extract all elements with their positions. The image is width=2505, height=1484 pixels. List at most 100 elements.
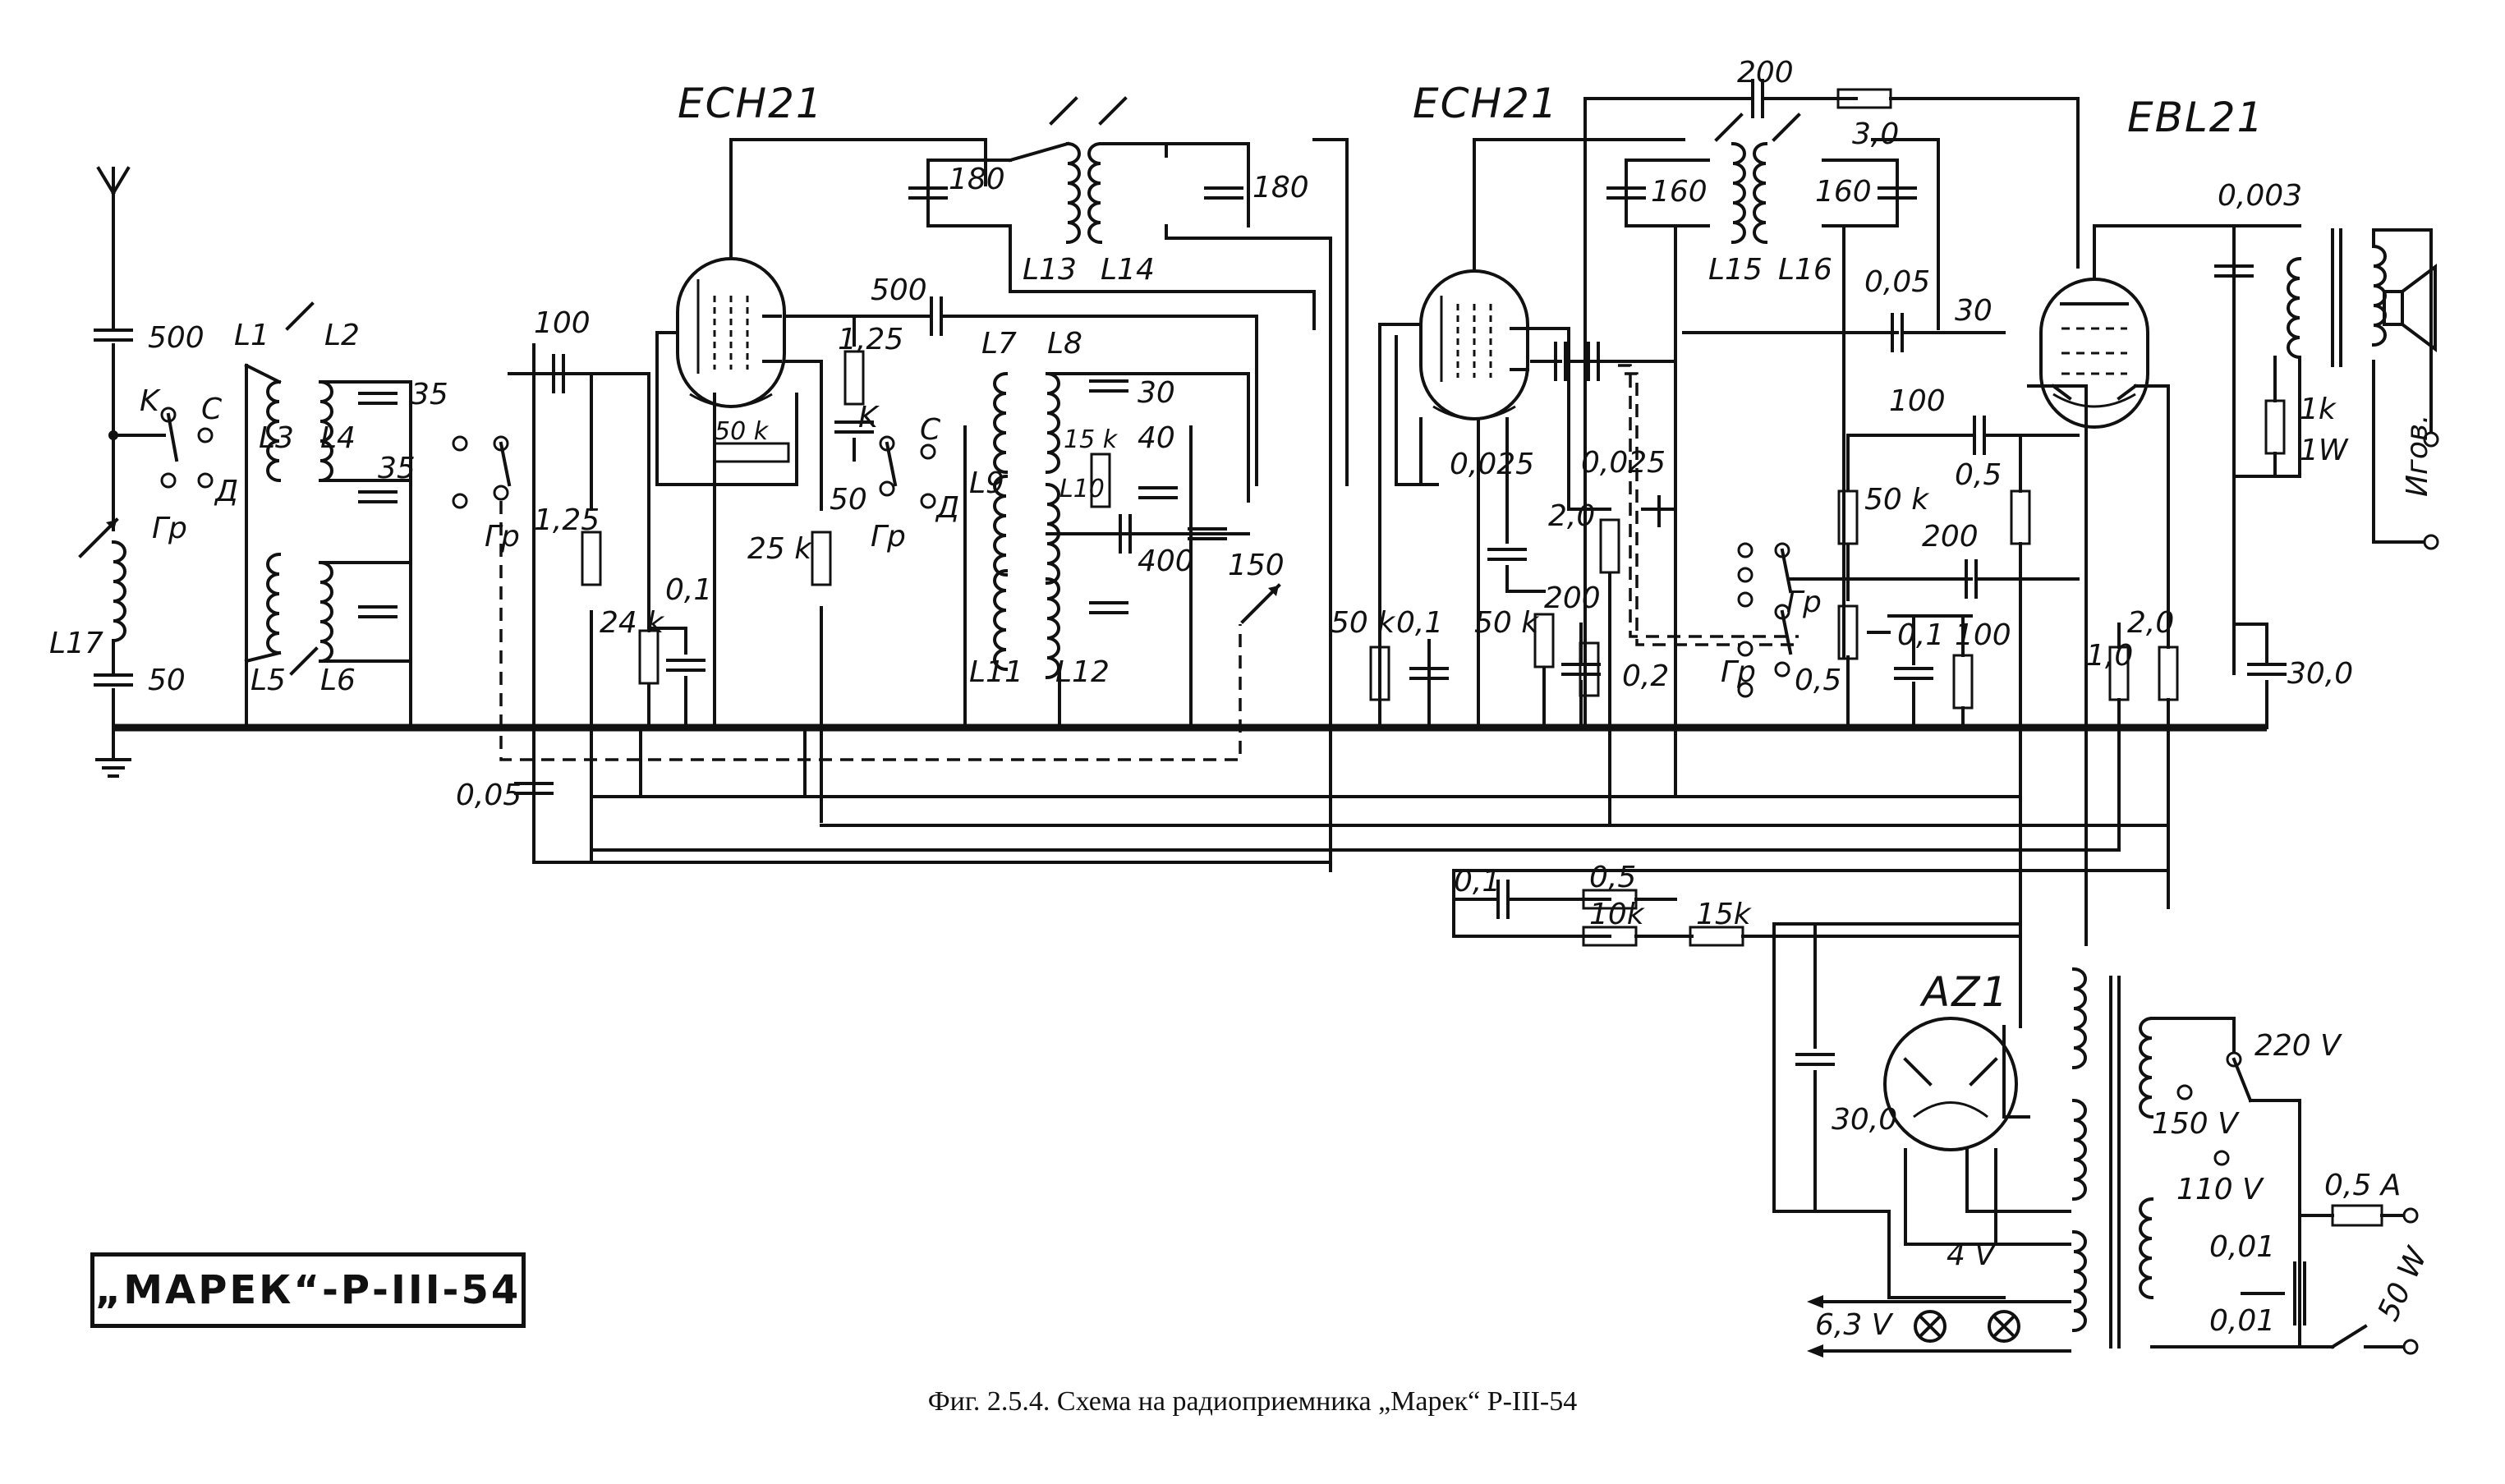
r20-label: 2,0 (2127, 606, 2174, 640)
c160a-label: 160 (1651, 175, 1708, 209)
r10-label: 1,0 (2086, 639, 2133, 673)
c400-label: 400 (1138, 544, 1194, 578)
r05b-label: 0,5 (1795, 664, 1841, 697)
r05a-label: 0,5 (1955, 458, 2002, 492)
l5-label: L5 (250, 664, 286, 697)
r24k-label: 24 k (600, 606, 665, 640)
r15k-label: 15 k (1064, 425, 1119, 454)
r125-label: 1,25 (534, 503, 600, 537)
input-coils: L1 L2 L3 L4 L5 L6 35 35 (234, 301, 448, 729)
c100b-label: 100 (1889, 384, 1946, 418)
r10k-label: 10k (1589, 898, 1646, 931)
r1w-label: 1W (2300, 434, 2349, 467)
l14-label: L14 (1101, 253, 1155, 287)
v1-wiring: 100 1,25 24 k 0,1 0,05 50 k 500 1,25 25 … (456, 138, 1258, 864)
c300-label: 30,0 (2287, 657, 2353, 691)
c01d-label: 0,1 (1454, 865, 1501, 898)
input-switch-2: Гр (452, 435, 520, 554)
l9-label: L9 (969, 466, 1004, 500)
model-stamp-text: „МАРЕК“-Р-III-54 (94, 1267, 522, 1313)
r05c-label: 0,5 (1589, 861, 1636, 894)
v110-label: 110 V (2176, 1173, 2264, 1206)
l3-label: L3 (259, 421, 294, 455)
input-switch: K C Д Гр (112, 384, 238, 545)
rectifier-tube: AZ1 (1883, 968, 2018, 1151)
tube-v2: ECH21 (1413, 80, 1559, 420)
r50k-b-label: 50 k (1331, 606, 1396, 640)
v63-label: 6,3 V (1815, 1308, 1894, 1342)
sw-c2: C (920, 413, 941, 447)
l2-label: L2 (324, 319, 360, 352)
power-supply: AZ1 (1772, 922, 2434, 1358)
osc-switch: K C Д Гр (858, 401, 959, 554)
sw-gr3: Гр (871, 520, 906, 554)
v150-label: 150 V (2152, 1107, 2240, 1141)
c005b-label: 0,05 (1864, 265, 1930, 299)
l6-label: L6 (320, 664, 356, 697)
sw-d1: Д (214, 475, 238, 508)
c005-label: 0,05 (456, 779, 522, 812)
tube-v1-label: ECH21 (678, 80, 824, 127)
c50-label: 50 (830, 483, 867, 517)
c20-label: 2,0 (1548, 499, 1595, 533)
c200top-label: 200 (1737, 56, 1794, 90)
c01a-label: 0,1 (665, 573, 712, 607)
tube-v2-label: ECH21 (1413, 80, 1559, 127)
fuse-label: 0,5 A (2324, 1169, 2401, 1202)
sw-d2: Д (935, 491, 959, 525)
c-ant-label: 500 (148, 321, 205, 355)
gang-linkage (499, 501, 1242, 761)
c160b-label: 160 (1815, 175, 1872, 209)
tube-v3-label: EBL21 (2127, 94, 2264, 141)
l7-label: L7 (981, 327, 1017, 361)
l1-label: L1 (234, 319, 269, 352)
sw-gr5-label: Гр (1721, 655, 1756, 689)
pilot-lamp-icon (1914, 1310, 2020, 1343)
c150-label: 150 (1228, 549, 1285, 582)
r30-label: 3,0 (1852, 117, 1899, 151)
l12-label: L12 (1055, 655, 1110, 689)
c300b-label: 30,0 (1832, 1103, 1897, 1137)
osc-coils: L7 L8 30 15 k 40 L9 L10 400 150 L11 L12 (963, 327, 1285, 729)
lower-bus-lines: 0,1 0,5 10k 15k (532, 726, 2170, 947)
c0025a-label: 0,025 (1450, 448, 1534, 481)
c35a-label: 35 (411, 378, 448, 411)
c30b-label: 30 (1955, 294, 1993, 328)
if1-transformer: 180 180 L13 L14 (908, 96, 1349, 872)
antenna-icon (96, 166, 131, 195)
c200a-label: 200 (1544, 581, 1601, 615)
l17-label: L17 (49, 627, 103, 660)
c001a-label: 0,01 (2209, 1230, 2275, 1264)
l11-label: L11 (969, 655, 1023, 689)
c0003-label: 0,003 (2218, 179, 2302, 213)
tube-v3: EBL21 (2039, 94, 2264, 429)
r15kb-label: 15k (1696, 898, 1753, 931)
speaker-icon (2383, 264, 2437, 352)
v220-label: 220 V (2254, 1029, 2342, 1063)
r25k-label: 25 k (747, 532, 813, 566)
if2-transformer: 200 3,0 160 160 L15 L16 (1583, 56, 2080, 798)
r100-label: 100 (1955, 618, 2011, 652)
sw-k2: K (858, 401, 880, 434)
c40-label: 40 (1138, 421, 1175, 455)
r125b-label: 1,25 (838, 323, 903, 356)
r1k-label: 1k (2300, 393, 2337, 426)
ground-bus (95, 724, 2267, 778)
tube-v1: ECH21 (676, 80, 824, 408)
v2-wiring: 50 k 0,1 0,025 0,025 2,0 50 k 200 0,2 (1331, 138, 1799, 827)
r50k-c-label: 50 k (1474, 606, 1540, 640)
v4-label: 4 V (1947, 1238, 1997, 1272)
r50k-d-label: 50 k (1864, 483, 1930, 517)
c35b-label: 35 (378, 452, 416, 485)
c02-label: 0,2 (1622, 659, 1669, 693)
figure-caption: Фиг. 2.5.4. Схема на радиоприемника „Мар… (927, 1386, 1578, 1417)
c180b-label: 180 (1252, 171, 1309, 204)
c30a-label: 30 (1138, 376, 1175, 410)
sw-c1: C (201, 393, 223, 426)
model-stamp: „МАРЕК“-Р-III-54 (90, 1252, 526, 1328)
r50k-v1-label: 50 k (715, 417, 770, 446)
c180a-label: 180 (949, 163, 1005, 196)
sw-gr1: Гр (152, 512, 187, 545)
rect-tube-label: AZ1 (1919, 968, 2009, 1016)
